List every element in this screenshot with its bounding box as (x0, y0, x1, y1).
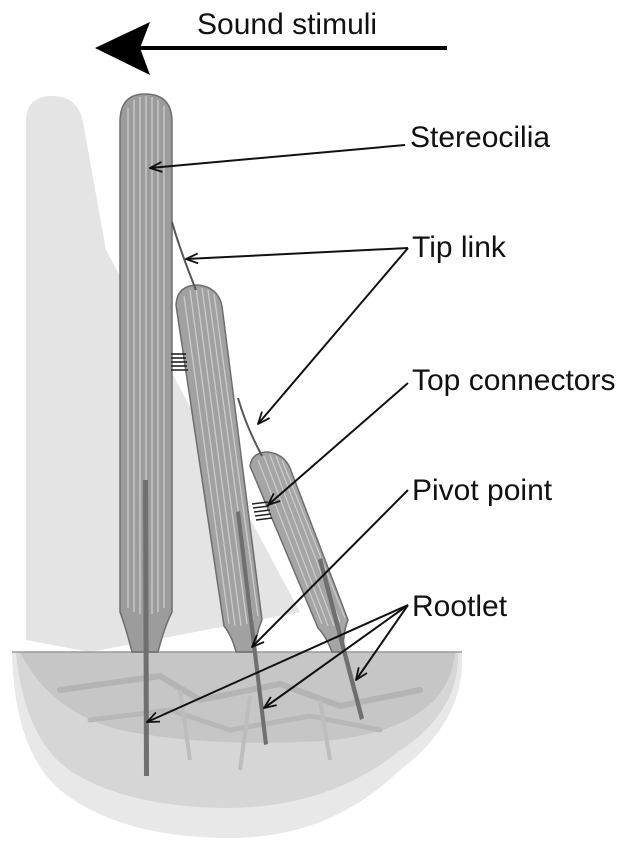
label-rootlet: Rootlet (412, 590, 508, 623)
leader-tip-link-upper (186, 248, 408, 259)
leader-stereocilia (150, 145, 405, 168)
label-stereocilia: Stereocilia (410, 121, 550, 154)
tip-link-lower (238, 398, 262, 456)
rootlet-tall (143, 480, 149, 776)
tip-link-upper (172, 222, 196, 290)
label-top-connectors: Top connectors (412, 364, 615, 397)
label-tip-link: Tip link (412, 231, 507, 264)
leader-top-connectors (268, 383, 408, 505)
cell-base (12, 652, 462, 838)
label-pivot-point: Pivot point (412, 474, 553, 507)
sound-stimuli-label: Sound stimuli (197, 8, 377, 41)
sound-stimuli-indicator: Sound stimuli (95, 8, 447, 75)
leader-tip-link-lower (258, 248, 408, 424)
